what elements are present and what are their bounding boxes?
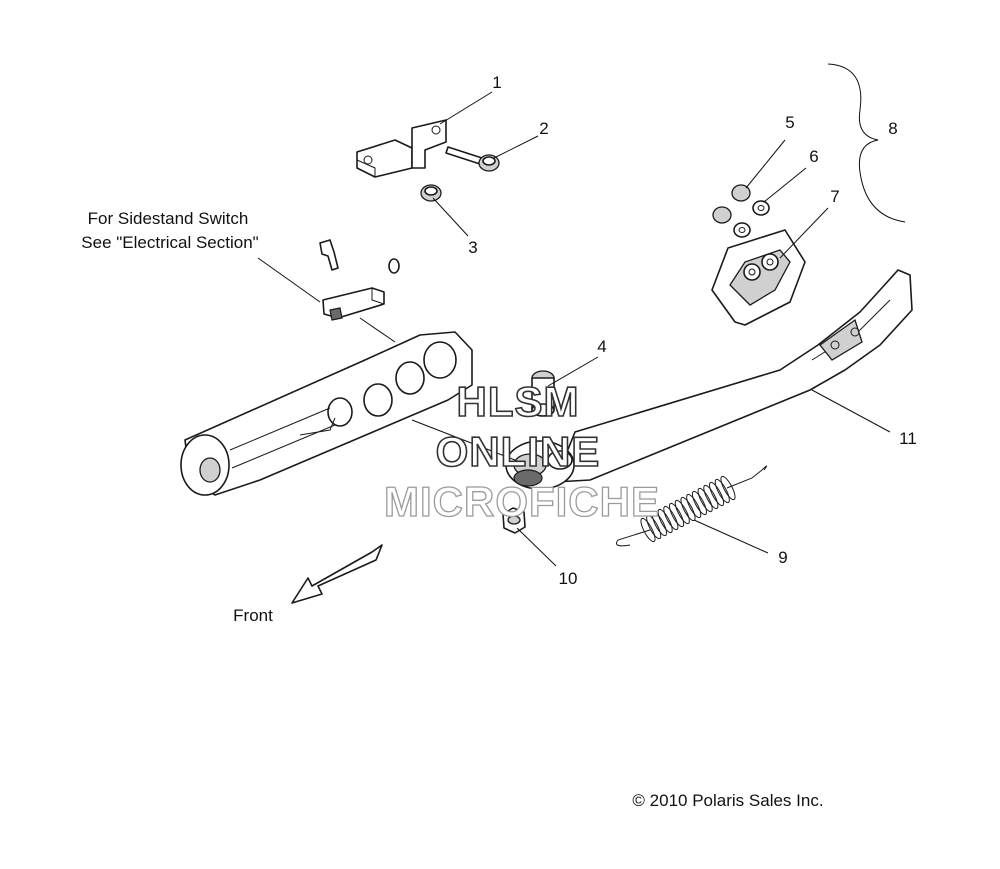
callout-1: 1: [492, 73, 501, 92]
part-5-rivets[interactable]: [712, 184, 751, 224]
watermark-line-3: MICROFICHE: [384, 478, 660, 525]
spring-coil: [714, 478, 730, 504]
leg-pivot-end: [505, 440, 575, 490]
spring-coil: [674, 499, 690, 525]
spring-coil: [697, 487, 713, 513]
spring-coil: [703, 484, 719, 510]
callout-8: 8: [888, 119, 897, 138]
spring-coil: [720, 475, 736, 501]
callout-6: 6: [809, 147, 818, 166]
callout-leaders: [257, 91, 891, 567]
note-line-1: For Sidestand Switch: [88, 209, 249, 228]
part-11-sidestand-leg[interactable]: [554, 269, 913, 483]
part-10-nut[interactable]: [502, 507, 526, 534]
spring-coil: [657, 508, 673, 534]
spring-coil: [691, 490, 707, 516]
callout-7: 7: [830, 187, 839, 206]
front-label: Front: [233, 606, 273, 625]
part-3-bolt[interactable]: [420, 184, 442, 202]
spring-coil: [686, 493, 702, 519]
frame-mount-arm: [180, 331, 473, 496]
sidestand-switch-parts[interactable]: [319, 239, 400, 321]
spring-coil: [663, 505, 679, 531]
callout-10: 10: [559, 569, 578, 588]
spring-coil: [709, 481, 725, 507]
watermark: HLSM ONLINE MICROFICHE: [383, 377, 660, 525]
copyright-notice: © 2010 Polaris Sales Inc.: [632, 791, 823, 810]
part-8-kit-brace: [827, 63, 906, 223]
part-6-washers[interactable]: [733, 200, 770, 238]
callout-4: 4: [597, 337, 606, 356]
callout-9: 9: [778, 548, 787, 567]
part-9-spring[interactable]: [616, 465, 768, 547]
callout-2: 2: [539, 119, 548, 138]
spring-coil: [651, 511, 667, 537]
spring-coil: [646, 514, 662, 540]
part-1-bracket[interactable]: [356, 119, 447, 178]
spring-coil: [669, 502, 685, 528]
watermark-line-2: ONLINE: [436, 428, 601, 475]
part-2-bolt[interactable]: [445, 146, 500, 172]
front-direction-arrow: [291, 544, 383, 604]
callout-3: 3: [468, 238, 477, 257]
part-7-foot-pad[interactable]: [711, 229, 806, 326]
callout-11: 11: [899, 429, 917, 448]
callout-numbers: 1 2 3 4 5 6 7 8 9 10 11: [468, 73, 917, 588]
part-4-pivot-bolt[interactable]: [531, 370, 555, 417]
callout-5: 5: [785, 113, 794, 132]
spring-coil: [640, 517, 656, 543]
note-line-2: See "Electrical Section": [81, 233, 258, 252]
watermark-line-1: HLSM: [457, 378, 580, 425]
